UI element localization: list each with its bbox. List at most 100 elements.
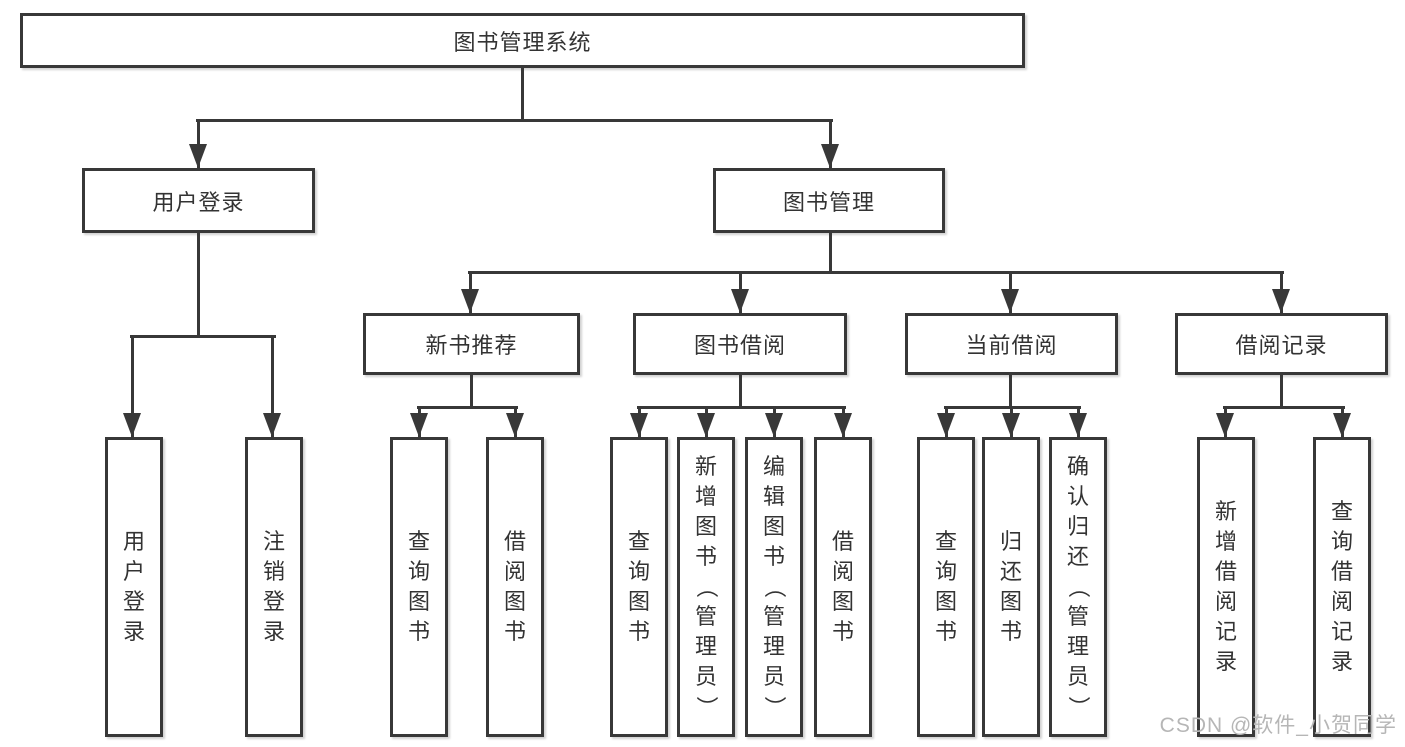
node-borrowing-records-label: 借阅记录 bbox=[1235, 333, 1328, 358]
vertical-char: 归 bbox=[999, 529, 1022, 554]
vertical-char: 书 bbox=[831, 619, 854, 644]
vertical-char: 录 bbox=[122, 619, 145, 644]
vertical-char: 确 bbox=[1066, 454, 1089, 479]
leaf-confirm-return-admin-label: 确认归还（管理员） bbox=[1065, 454, 1091, 719]
arrowhead-down-icon bbox=[189, 144, 207, 168]
arrowhead-down-icon bbox=[1216, 413, 1234, 437]
vertical-char: 销 bbox=[262, 559, 285, 584]
connector-line-vertical bbox=[196, 233, 200, 336]
vertical-char: 询 bbox=[934, 559, 957, 584]
vertical-char: 图 bbox=[407, 589, 430, 614]
arrowhead-down-icon bbox=[731, 289, 749, 313]
vertical-char: 询 bbox=[627, 559, 650, 584]
arrowhead-down-icon bbox=[630, 413, 648, 437]
vertical-char: 询 bbox=[407, 559, 430, 584]
node-new-book-recommend-label: 新书推荐 bbox=[425, 333, 518, 358]
leaf-add-book-admin: 新增图书（管理员） bbox=[677, 437, 735, 737]
vertical-char: （ bbox=[761, 575, 787, 599]
connector-line-horizontal bbox=[129, 334, 276, 338]
vertical-char: 阅 bbox=[831, 559, 854, 584]
vertical-char: 新 bbox=[694, 454, 717, 479]
connector-line-vertical bbox=[828, 233, 832, 272]
node-borrowing-records: 借阅记录 bbox=[1175, 313, 1388, 375]
vertical-char: 查 bbox=[1330, 499, 1353, 524]
vertical-char: 图 bbox=[999, 589, 1022, 614]
arrowhead-down-icon bbox=[1001, 289, 1019, 313]
vertical-char: 图 bbox=[627, 589, 650, 614]
leaf-query-books-recommend: 查询图书 bbox=[390, 437, 448, 737]
vertical-char: 登 bbox=[122, 589, 145, 614]
leaf-add-borrow-record-label: 新增借阅记录 bbox=[1215, 501, 1237, 673]
arrowhead-down-icon bbox=[1272, 289, 1290, 313]
vertical-char: （ bbox=[693, 575, 719, 599]
leaf-borrow-books-label: 借阅图书 bbox=[832, 531, 854, 643]
leaf-add-book-admin-label: 新增图书（管理员） bbox=[693, 454, 719, 719]
vertical-char: 查 bbox=[407, 529, 430, 554]
vertical-char: 归 bbox=[1066, 514, 1089, 539]
connector-line-horizontal bbox=[1222, 405, 1345, 409]
leaf-add-borrow-record: 新增借阅记录 bbox=[1197, 437, 1255, 737]
vertical-char: 录 bbox=[1330, 649, 1353, 674]
arrowhead-down-icon bbox=[834, 413, 852, 437]
vertical-char: 理 bbox=[1066, 634, 1089, 659]
vertical-char: 书 bbox=[407, 619, 430, 644]
arrowhead-down-icon bbox=[697, 413, 715, 437]
vertical-char: ） bbox=[761, 695, 787, 719]
node-book-management: 图书管理 bbox=[713, 168, 945, 233]
vertical-char: ） bbox=[693, 695, 719, 719]
vertical-char: 书 bbox=[999, 619, 1022, 644]
node-root-system: 图书管理系统 bbox=[20, 13, 1025, 68]
arrowhead-down-icon bbox=[1069, 413, 1087, 437]
connector-line-vertical bbox=[1008, 375, 1012, 407]
vertical-char: 图 bbox=[762, 514, 785, 539]
vertical-char: 记 bbox=[1330, 619, 1353, 644]
node-book-borrowing-label: 图书借阅 bbox=[693, 333, 786, 358]
connector-line-horizontal bbox=[943, 405, 1081, 409]
node-user-login-label: 用户登录 bbox=[152, 189, 245, 215]
leaf-user-login-label: 用户登录 bbox=[123, 531, 145, 643]
connector-line-horizontal bbox=[195, 118, 833, 122]
leaf-query-books-borrowing: 查询图书 bbox=[610, 437, 668, 737]
node-root-system-label: 图书管理系统 bbox=[453, 29, 592, 55]
leaf-query-borrow-record: 查询借阅记录 bbox=[1313, 437, 1371, 737]
vertical-char: 登 bbox=[262, 589, 285, 614]
connector-line-vertical bbox=[1279, 375, 1283, 407]
leaf-return-book-label: 归还图书 bbox=[1000, 531, 1022, 643]
vertical-char: 查 bbox=[627, 529, 650, 554]
vertical-char: 增 bbox=[1214, 529, 1237, 554]
vertical-char: 理 bbox=[694, 634, 717, 659]
vertical-char: 书 bbox=[627, 619, 650, 644]
leaf-query-books-recommend-label: 查询图书 bbox=[408, 531, 430, 643]
vertical-char: 员 bbox=[762, 664, 785, 689]
arrowhead-down-icon bbox=[1002, 413, 1020, 437]
leaf-query-borrow-record-label: 查询借阅记录 bbox=[1331, 501, 1353, 673]
vertical-char: 新 bbox=[1214, 499, 1237, 524]
vertical-char: 编 bbox=[762, 454, 785, 479]
vertical-char: 户 bbox=[122, 559, 145, 584]
vertical-char: 借 bbox=[503, 529, 526, 554]
vertical-char: 阅 bbox=[1330, 589, 1353, 614]
node-book-borrowing: 图书借阅 bbox=[633, 313, 847, 375]
vertical-char: 理 bbox=[762, 634, 785, 659]
vertical-char: ） bbox=[1065, 695, 1091, 719]
node-current-borrowing-label: 当前借阅 bbox=[965, 333, 1058, 358]
vertical-char: 认 bbox=[1066, 484, 1089, 509]
arrowhead-down-icon bbox=[410, 413, 428, 437]
leaf-query-books-borrowing-label: 查询图书 bbox=[628, 531, 650, 643]
connector-line-vertical bbox=[520, 68, 524, 120]
arrowhead-down-icon bbox=[937, 413, 955, 437]
node-current-borrowing: 当前借阅 bbox=[905, 313, 1118, 375]
arrowhead-down-icon bbox=[461, 289, 479, 313]
connector-line-vertical bbox=[738, 375, 742, 407]
vertical-char: 还 bbox=[1066, 544, 1089, 569]
vertical-char: 书 bbox=[503, 619, 526, 644]
connector-line-horizontal bbox=[636, 405, 846, 409]
connector-line-vertical bbox=[469, 375, 473, 407]
vertical-char: 记 bbox=[1214, 619, 1237, 644]
vertical-char: 借 bbox=[1330, 559, 1353, 584]
leaf-logout: 注销登录 bbox=[245, 437, 303, 737]
vertical-char: 注 bbox=[262, 529, 285, 554]
vertical-char: 用 bbox=[122, 529, 145, 554]
vertical-char: 管 bbox=[694, 604, 717, 629]
